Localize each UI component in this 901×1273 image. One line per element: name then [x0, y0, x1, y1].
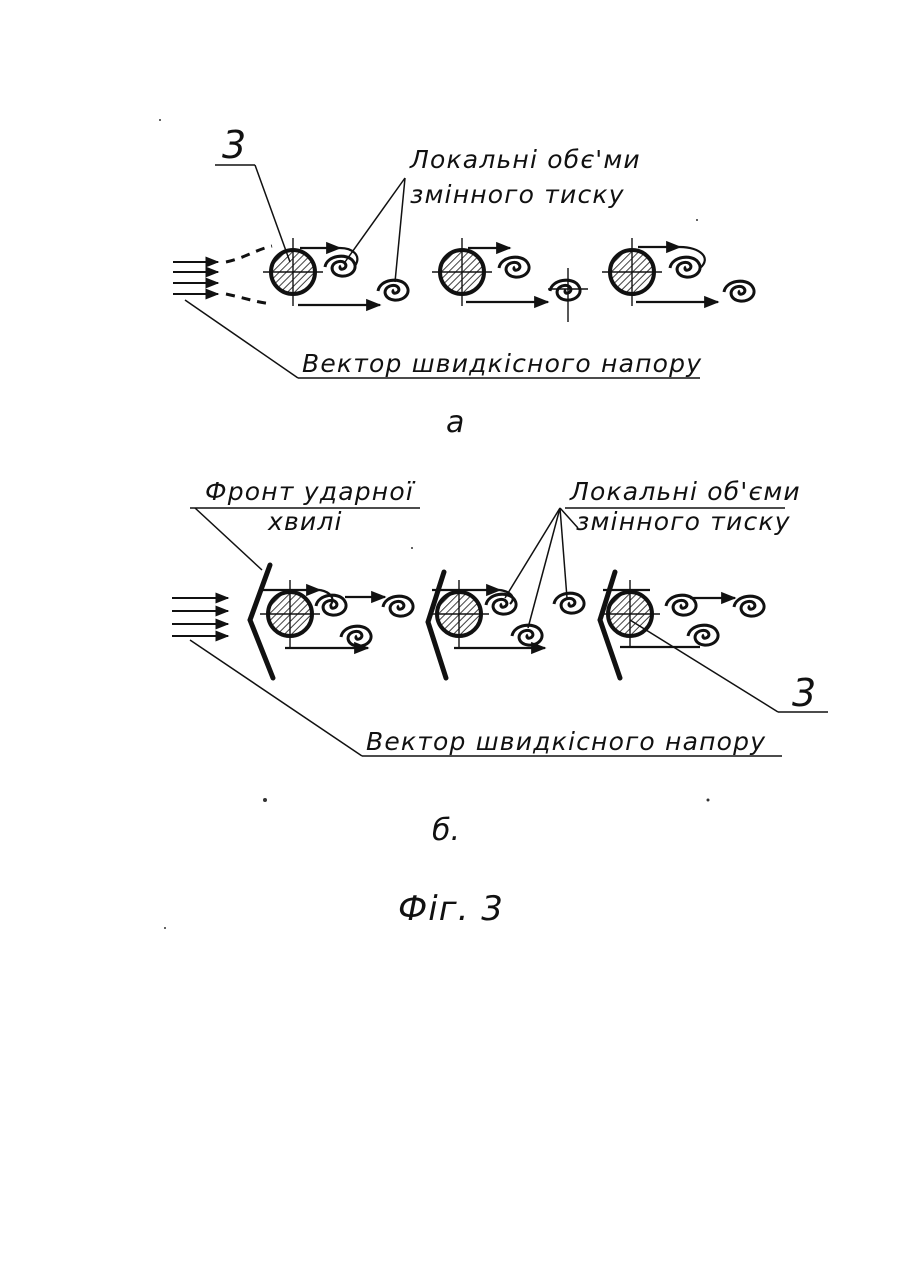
crosshair-a	[548, 268, 588, 322]
velocity-head-label-a: Вектор швидкісного напору	[302, 349, 702, 378]
flow-arrows-b	[172, 598, 228, 636]
vortex-b7	[666, 595, 696, 615]
vortex-b9	[688, 625, 718, 645]
sublabel-a: а	[446, 405, 464, 440]
shock-front-label-line1: Фронт ударної	[205, 477, 416, 506]
vortex-b5	[554, 593, 584, 613]
local-volumes-label-a-line2: змінного тиску	[410, 180, 625, 209]
tube-a3	[602, 238, 662, 306]
local-volumes-label-b-line2: змінного тиску	[576, 507, 791, 536]
panel-a: 3 Локальні обє'ми змінного тиску Вектор …	[173, 123, 754, 440]
vortex-a4	[550, 280, 580, 300]
vortex-b3	[341, 626, 371, 646]
vortex-b4	[486, 594, 516, 614]
velocity-head-label-b: Вектор швидкісного напору	[366, 727, 766, 756]
part-number-b: 3	[792, 671, 816, 715]
part-number-a: 3	[222, 123, 246, 167]
vortex-b1	[316, 595, 346, 615]
dashed-streamlines-a	[226, 246, 272, 304]
sublabel-b: б.	[432, 813, 460, 848]
vortex-b2	[383, 596, 413, 616]
local-volumes-label-a-line1: Локальні обє'ми	[409, 145, 641, 174]
vortex-a1	[325, 256, 355, 276]
vortex-b6	[512, 625, 542, 645]
vortex-a3	[499, 257, 529, 277]
panel-b: Фронт ударної хвилі Локальні об'єми змін…	[172, 477, 828, 848]
shock-front-label-line2: хвилі	[267, 507, 343, 536]
vortex-a6	[724, 281, 754, 301]
figure-caption: Фіг. 3	[398, 889, 504, 929]
vortex-b8	[734, 596, 764, 616]
flow-arrows-a	[173, 262, 218, 294]
vortex-a2	[378, 280, 408, 300]
local-volumes-label-b-line1: Локальні об'єми	[569, 477, 801, 506]
vortex-a5	[670, 257, 700, 277]
